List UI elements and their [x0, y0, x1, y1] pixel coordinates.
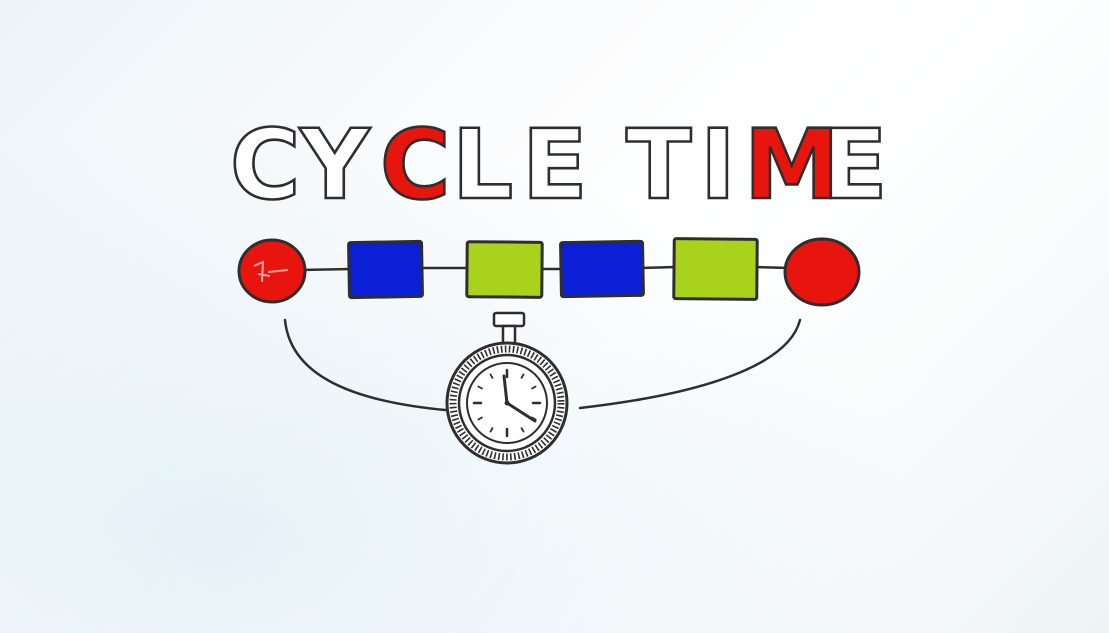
stopwatch-hub: [505, 401, 510, 406]
title-letter-i: I: [700, 109, 736, 221]
process-end-circle: [785, 239, 859, 305]
process-chain: [239, 239, 859, 305]
title-letter-y: Y: [299, 109, 371, 221]
cycle-span-arc-right: [580, 320, 800, 408]
stopwatch-icon: [447, 313, 567, 463]
title-letter-e2: E: [822, 109, 888, 221]
process-step-2-green: [467, 242, 542, 298]
cycle-span-arc-left: [285, 320, 445, 410]
title-letter-c1: C: [230, 109, 300, 221]
process-step-1-blue: [349, 241, 423, 297]
title-cycle-time: C Y C L E T I M E: [230, 109, 888, 221]
process-step-4-green: [674, 239, 758, 300]
stopwatch-crown: [494, 313, 524, 326]
title-letter-e1: E: [522, 109, 588, 221]
title-letter-l: L: [452, 109, 513, 221]
title-letter-t: T: [626, 109, 691, 221]
process-step-3-blue: [561, 241, 644, 296]
process-start-circle: [239, 240, 305, 302]
title-letter-c2: C: [380, 109, 450, 221]
